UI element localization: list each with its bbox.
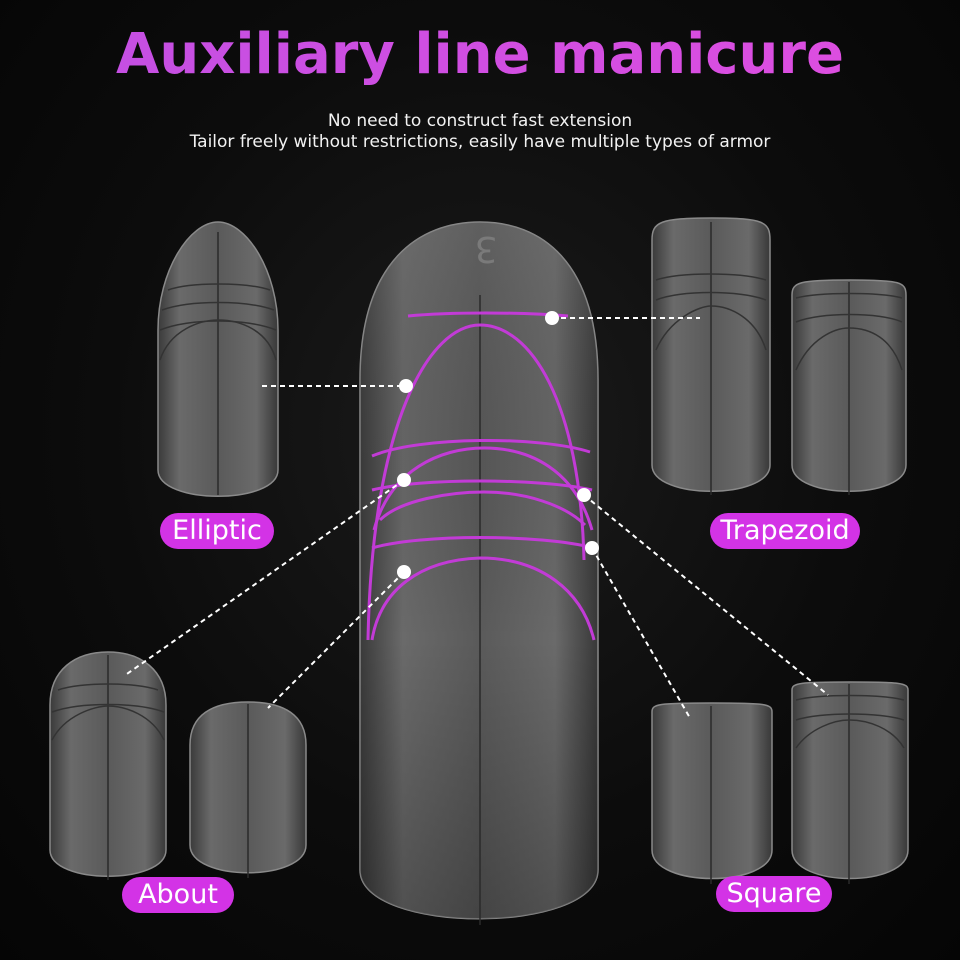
elliptic-nail (157, 221, 279, 497)
connector-dots (397, 311, 599, 579)
connector-lines (123, 317, 829, 719)
square-label: Square (716, 876, 832, 912)
center-nail-tip: 3 (359, 221, 599, 925)
trapezoid-nail-short (791, 279, 907, 495)
square-nail-small (651, 702, 773, 884)
subtitle-line-1: No need to construct fast extension (327, 111, 633, 131)
trapezoid-label: Trapezoid (710, 513, 860, 549)
subtitle-line-2: Tailor freely without restrictions, easi… (189, 132, 771, 152)
trapezoid-nail-long (651, 217, 771, 495)
page-title: Auxiliary line manicure (0, 22, 960, 87)
round-nail-large (49, 651, 167, 880)
square-nail-large (791, 681, 909, 884)
elliptic-label: Elliptic (160, 513, 274, 549)
auxiliary-guide-lines (366, 311, 596, 641)
round-nail-small (189, 701, 307, 878)
about-label: About (122, 877, 234, 913)
center-nail-number-mark: 3 (475, 228, 498, 269)
